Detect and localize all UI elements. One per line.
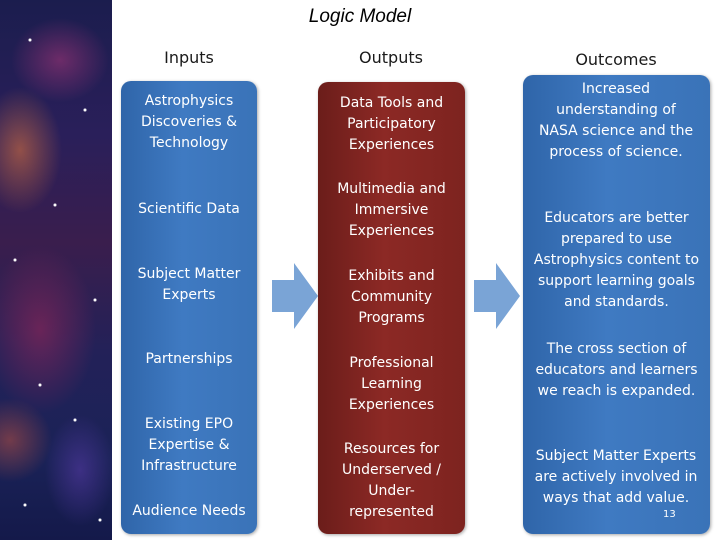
output-item: Data Tools and Participatory Experiences bbox=[326, 93, 457, 156]
output-item: Multimedia and Immersive Experiences bbox=[326, 179, 457, 242]
outcomes-column: Increased understanding of NASA science … bbox=[523, 75, 710, 534]
outputs-column: Data Tools and Participatory Experiences… bbox=[318, 82, 465, 534]
outcome-item: The cross section of educators and learn… bbox=[533, 339, 700, 402]
output-item: Exhibits and Community Programs bbox=[326, 266, 457, 329]
outcome-item: Educators are better prepared to use Ast… bbox=[533, 208, 700, 313]
output-item: Professional Learning Experiences bbox=[326, 353, 457, 416]
inputs-header: Inputs bbox=[124, 48, 254, 67]
outcome-item: Subject Matter Experts are actively invo… bbox=[531, 446, 701, 509]
page-number: 13 bbox=[663, 509, 676, 520]
page-title: Logic Model bbox=[0, 6, 720, 28]
outcomes-header: Outcomes bbox=[528, 50, 704, 69]
input-item: Existing EPO Expertise & Infrastructure bbox=[127, 414, 251, 477]
right-arrow-icon bbox=[272, 263, 318, 329]
output-item: Resources for Underserved / Under-repres… bbox=[326, 439, 457, 523]
input-item: Partnerships bbox=[127, 349, 251, 370]
outputs-header: Outputs bbox=[325, 48, 457, 67]
inputs-column: Astrophysics Discoveries & Technology Sc… bbox=[121, 81, 257, 534]
outcome-item: Increased understanding of NASA science … bbox=[535, 79, 697, 163]
input-item: Subject Matter Experts bbox=[127, 264, 251, 306]
input-item: Scientific Data bbox=[127, 199, 251, 220]
right-arrow-icon bbox=[474, 263, 520, 329]
input-item: Astrophysics Discoveries & Technology bbox=[127, 91, 251, 154]
input-item: Audience Needs bbox=[127, 501, 251, 522]
nebula-background-image bbox=[0, 0, 112, 540]
